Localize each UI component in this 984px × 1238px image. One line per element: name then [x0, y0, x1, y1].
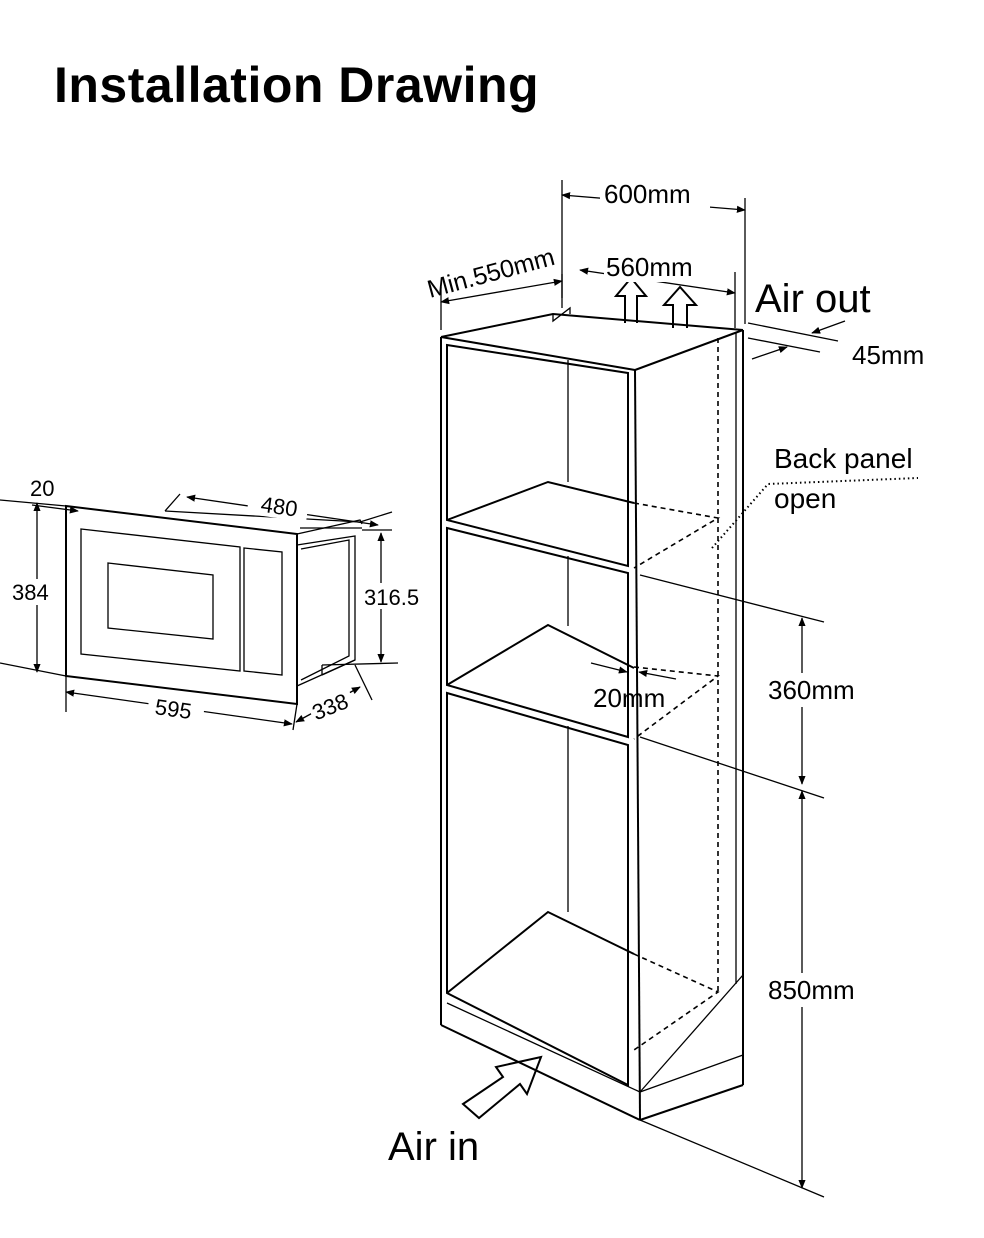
dim-width-label: 595 [153, 694, 193, 724]
dim-min-depth-label: Min.550mm [424, 243, 557, 304]
dim-width: 595 [65, 676, 298, 731]
air-in-arrow-icon [461, 1055, 543, 1120]
dim-frame-depth-label: 20 [30, 476, 54, 501]
dim-shelf-gap: 20mm [590, 662, 677, 713]
dim-niche-height-label: 360mm [768, 675, 855, 705]
dim-body-height: 316.5 [321, 529, 430, 666]
dim-height-label: 384 [12, 580, 49, 605]
dim-frame-depth: 20 [0, 476, 79, 514]
dim-outer-width-label: 600mm [604, 179, 691, 209]
dim-height: 384 [0, 502, 67, 677]
dim-depth: 338 [295, 664, 373, 725]
dim-floor-height-label: 850mm [768, 975, 855, 1005]
dim-body-width: 480 [164, 489, 393, 528]
air-in-label: Air in [388, 1125, 479, 1169]
page-title: Installation Drawing [54, 57, 540, 113]
dim-floor-height: 850mm [639, 790, 870, 1198]
air-out-label: Air out [755, 277, 871, 321]
dim-back-gap-label: 45mm [852, 340, 924, 370]
dim-body-height-label: 316.5 [364, 585, 419, 610]
dim-outer-width: 600mm [561, 178, 746, 324]
back-panel-open-label: open [774, 483, 836, 514]
microwave-body [65, 504, 363, 706]
dim-back-gap: 45mm [747, 320, 924, 370]
microwave-drawing: 20 480 384 316.5 [0, 476, 430, 731]
back-panel-label: Back panel [774, 443, 913, 474]
tall-cabinet [440, 306, 919, 1121]
dim-shelf-gap-label: 20mm [593, 683, 665, 713]
dim-niche-height: 360mm [639, 574, 870, 799]
dim-body-width-label: 480 [259, 492, 299, 522]
dim-inner-width-label: 560mm [606, 252, 693, 282]
cabinet-hidden-lines [633, 338, 919, 1051]
dim-inner-width: 560mm [579, 252, 736, 328]
